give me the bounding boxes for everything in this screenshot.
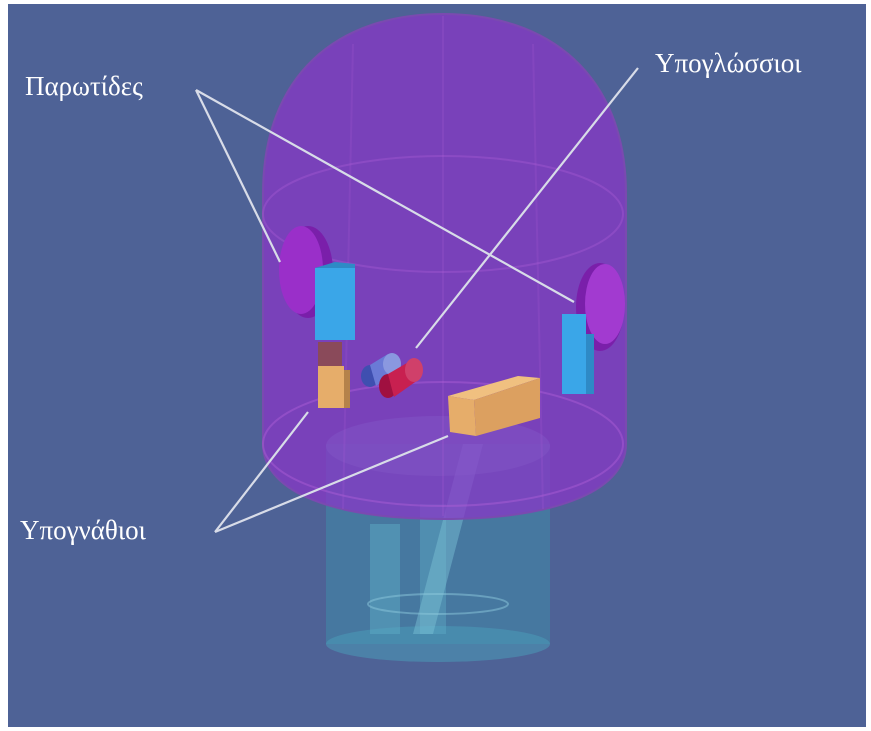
left-muscle-block [315, 262, 355, 340]
submandibular-label: Υπογνάθιοι [20, 517, 146, 544]
head-phantom-render: Παρωτίδες Υπογλώσσιοι Υπογνάθιοι [8, 4, 866, 727]
left-submandibular [318, 366, 350, 408]
sublingual-label: Υπογλώσσιοι [655, 50, 802, 77]
parotid-label: Παρωτίδες [25, 73, 143, 100]
phantom-illustration [8, 4, 866, 727]
left-connector [318, 342, 342, 366]
